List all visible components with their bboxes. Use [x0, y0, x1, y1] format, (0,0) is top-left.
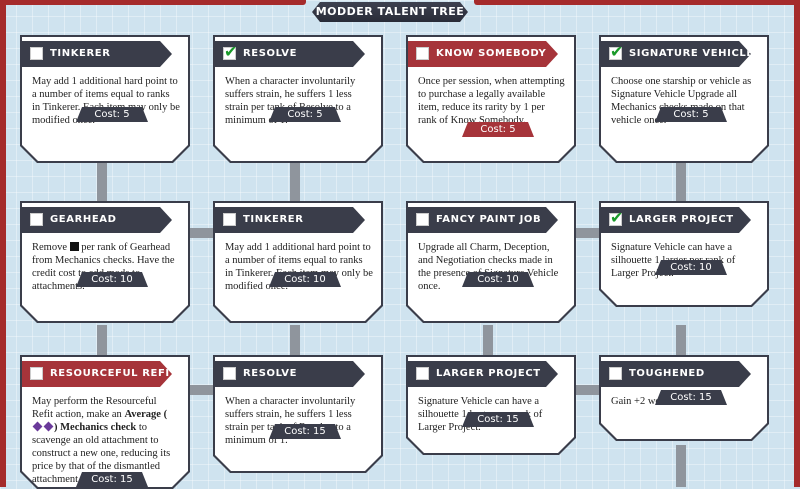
talent-title: TOUGHENED: [629, 368, 705, 379]
unchecked-checkbox[interactable]: [609, 367, 622, 380]
unchecked-checkbox[interactable]: [416, 367, 429, 380]
setback-die-icon: [70, 242, 79, 251]
talent-title: TINKERER: [243, 214, 304, 225]
talent-title: SIGNATURE VEHICLE: [629, 48, 754, 59]
connector: [182, 385, 218, 395]
talent-header: TINKERER: [22, 41, 172, 67]
talent-header: ✔ SIGNATURE VEHICLE: [601, 41, 751, 67]
connector: [676, 445, 686, 487]
unchecked-checkbox[interactable]: [416, 47, 429, 60]
talent-header: RESOLVE: [215, 361, 365, 387]
talent-title: RESOLVE: [243, 368, 297, 379]
unchecked-checkbox[interactable]: [30, 213, 43, 226]
page-title: MODDER TALENT TREE: [312, 2, 468, 22]
talent-card-resolve-2[interactable]: RESOLVE When a character involuntarily su…: [215, 357, 381, 471]
connector: [676, 160, 686, 206]
unchecked-checkbox[interactable]: [30, 367, 43, 380]
connector: [290, 325, 300, 361]
talent-cost: Cost: 15: [462, 412, 534, 427]
checkmark-icon: ✔: [610, 42, 625, 61]
talent-header: FANCY PAINT JOB: [408, 207, 558, 233]
connector: [483, 325, 493, 361]
talent-cost: Cost: 15: [269, 424, 341, 439]
unchecked-checkbox[interactable]: [416, 213, 429, 226]
top-bar-left: [0, 0, 306, 5]
talent-cost: Cost: 10: [76, 272, 148, 287]
talent-cost: Cost: 15: [655, 390, 727, 405]
checked-checkbox[interactable]: ✔: [609, 47, 622, 60]
connector: [568, 385, 604, 395]
talent-card-resourceful-refit[interactable]: RESOURCEFUL REFIT May perform the Resourc…: [22, 357, 188, 487]
talent-cost: Cost: 5: [655, 107, 727, 122]
talent-header: ✔ LARGER PROJECT: [601, 207, 751, 233]
talent-header: ✔ RESOLVE: [215, 41, 365, 67]
talent-cost: Cost: 5: [462, 122, 534, 137]
talent-title: RESOURCEFUL REFIT: [50, 368, 178, 379]
talent-description: When a character involuntarily suffers s…: [225, 396, 356, 446]
talent-description: Once per session, when attempting to pur…: [418, 76, 565, 126]
checkmark-icon: ✔: [224, 42, 239, 61]
talent-header: GEARHEAD: [22, 207, 172, 233]
unchecked-checkbox[interactable]: [30, 47, 43, 60]
talent-header: TOUGHENED: [601, 361, 751, 387]
talent-cost: Cost: 5: [76, 107, 148, 122]
talent-description: May perform the Resourceful Refit action…: [32, 396, 171, 485]
talent-cost: Cost: 10: [655, 260, 727, 275]
connector: [182, 228, 218, 238]
talent-title: GEARHEAD: [50, 214, 117, 225]
talent-title: RESOLVE: [243, 48, 297, 59]
talent-title: LARGER PROJECT: [629, 214, 734, 225]
talent-cost: Cost: 15: [76, 472, 148, 487]
talent-cost: Cost: 10: [269, 272, 341, 287]
checked-checkbox[interactable]: ✔: [223, 47, 236, 60]
talent-title: KNOW SOMEBODY: [436, 48, 547, 59]
talent-header: TINKERER: [215, 207, 365, 233]
talent-header: KNOW SOMEBODY: [408, 41, 558, 67]
talent-header: RESOURCEFUL REFIT: [22, 361, 172, 387]
talent-header: LARGER PROJECT: [408, 361, 558, 387]
connector: [676, 325, 686, 361]
top-bar-right: [474, 0, 800, 5]
difficulty-die-icon: [33, 422, 43, 432]
talent-title: LARGER PROJECT: [436, 368, 541, 379]
checkmark-icon: ✔: [610, 208, 625, 227]
unchecked-checkbox[interactable]: [223, 367, 236, 380]
connector: [97, 325, 107, 361]
talent-cost: Cost: 10: [462, 272, 534, 287]
connector: [97, 160, 107, 206]
difficulty-die-icon: [44, 422, 54, 432]
connector: [568, 228, 604, 238]
checked-checkbox[interactable]: ✔: [609, 213, 622, 226]
unchecked-checkbox[interactable]: [223, 213, 236, 226]
talent-cost: Cost: 5: [269, 107, 341, 122]
talent-title: FANCY PAINT JOB: [436, 214, 542, 225]
connector: [290, 160, 300, 206]
talent-card-know-somebody[interactable]: KNOW SOMEBODY Once per session, when atte…: [408, 37, 574, 161]
talent-title: TINKERER: [50, 48, 111, 59]
